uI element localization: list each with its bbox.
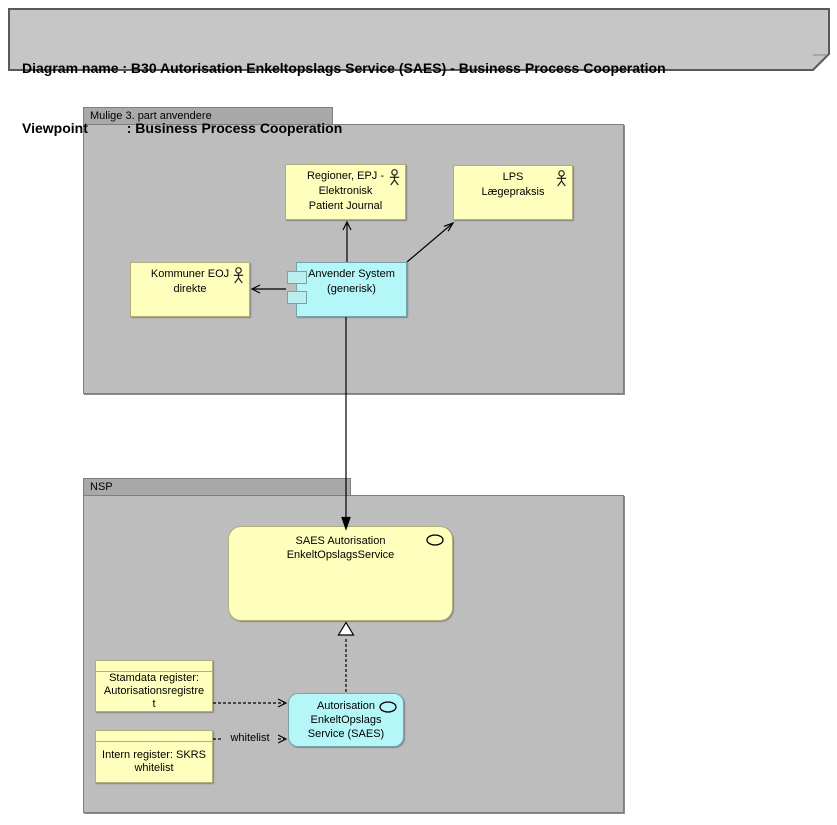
object-intern-register: Intern register: SKRS whitelist bbox=[95, 730, 213, 783]
actor-regioner-label: Regioner, EPJ - Elektronisk Patient Jour… bbox=[306, 170, 385, 212]
actor-regioner: Regioner, EPJ - Elektronisk Patient Jour… bbox=[285, 164, 406, 220]
component-anvender-system: Anvender System (generisk) bbox=[287, 262, 407, 317]
group-third-party-label: Mulige 3. part anvendere bbox=[90, 110, 212, 122]
business-actor-icon bbox=[233, 267, 244, 284]
object-stamdata-register: Stamdata register: Autorisationsregistre… bbox=[95, 660, 213, 712]
actor-kommuner-label: Kommuner EOJ direkte bbox=[150, 268, 230, 295]
note-shape bbox=[8, 8, 830, 71]
business-actor-icon bbox=[389, 169, 400, 186]
object-intern-register-label: Intern register: SKRS whitelist bbox=[102, 749, 206, 774]
group-nsp-label: NSP bbox=[90, 481, 113, 493]
diagram-note bbox=[8, 8, 830, 71]
component-anvender-system-label: Anvender System (generisk) bbox=[308, 268, 395, 295]
service-autorisation-enkeltopslags-label: Autorisation EnkeltOpslags Service (SAES… bbox=[307, 700, 385, 740]
connection-label-whitelist: whitelist bbox=[222, 731, 278, 746]
actor-lps-label: LPS Lægepraksis bbox=[481, 171, 545, 198]
service-icon bbox=[426, 534, 444, 546]
service-saes-autorisation-label: SAES Autorisation EnkeltOpslagsService bbox=[286, 535, 395, 561]
service-autorisation-enkeltopslags: Autorisation EnkeltOpslags Service (SAES… bbox=[288, 693, 404, 747]
object-stamdata-register-label: Stamdata register: Autorisationsregistre… bbox=[103, 672, 205, 710]
component-port-icon bbox=[287, 291, 307, 304]
business-actor-icon bbox=[556, 170, 567, 187]
object-top-band bbox=[96, 731, 212, 742]
diagram-title-line2: Viewpoint : Business Process Cooperation bbox=[22, 120, 343, 136]
diagram-title-line1: Diagram name : B30 Autorisation Enkeltop… bbox=[22, 60, 666, 76]
component-port-icon bbox=[287, 271, 307, 284]
group-nsp-tab: NSP bbox=[83, 478, 351, 496]
service-saes-autorisation: SAES Autorisation EnkeltOpslagsService bbox=[228, 526, 453, 621]
diagram-title: Diagram name : B30 Autorisation Enkeltop… bbox=[22, 18, 666, 158]
actor-lps: LPS Lægepraksis bbox=[453, 165, 573, 220]
object-top-band bbox=[96, 661, 212, 672]
service-icon bbox=[379, 701, 397, 713]
actor-kommuner: Kommuner EOJ direkte bbox=[130, 262, 250, 317]
